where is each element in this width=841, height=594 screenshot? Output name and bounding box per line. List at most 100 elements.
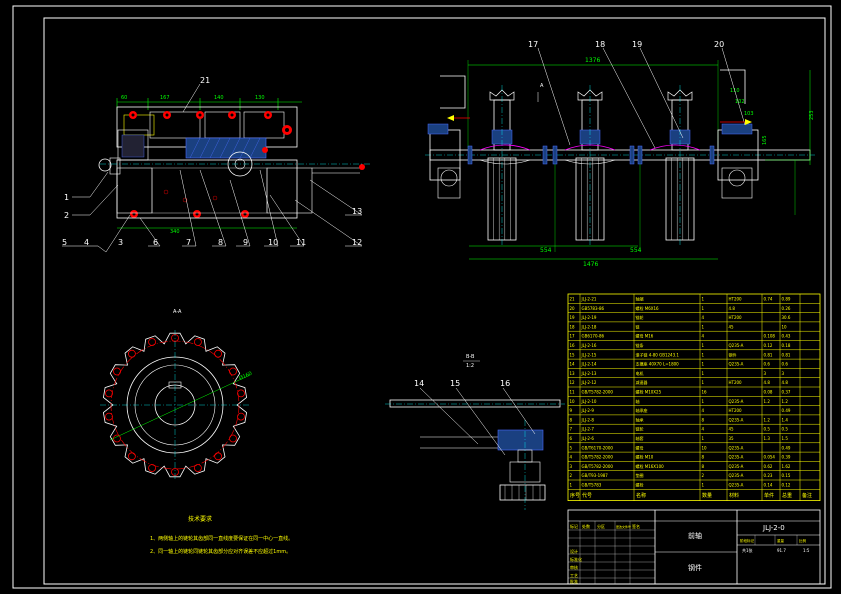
callout-21: 21 xyxy=(200,76,210,85)
shaft-collar xyxy=(629,145,635,165)
parts-cell: 减速器 xyxy=(636,379,648,385)
parts-cell: HT200 xyxy=(729,408,743,413)
title-label-mark: 标记 xyxy=(570,523,578,529)
section-bb-detail: B-B 1:2 14 15 16 xyxy=(385,354,565,510)
parts-header-cell: 备注 xyxy=(802,492,812,499)
parts-cell: 1 xyxy=(702,371,705,376)
parts-cell: 10 xyxy=(782,324,788,329)
parts-cell: JLJ-2-16 xyxy=(581,343,597,348)
parts-cell: 16 xyxy=(570,343,576,348)
parts-cell: JLJ-2-6 xyxy=(581,436,595,441)
parts-cell: Q235-A xyxy=(729,455,744,460)
title-label-stage: 阶段标记 xyxy=(740,538,754,543)
sprocket-tooth-mark xyxy=(193,338,202,346)
parts-cell: 链轮 xyxy=(636,314,644,320)
parts-cell: 4 xyxy=(702,334,705,339)
parts-cell: 0.62 xyxy=(764,464,773,469)
title-label-design: 设计 xyxy=(570,548,578,554)
title-label-process: 工艺 xyxy=(570,573,578,578)
callout-16: 16 xyxy=(500,379,510,388)
parts-cell: 钢件 xyxy=(729,351,737,357)
parts-cell: 0.5 xyxy=(764,427,771,432)
callout-5: 5 xyxy=(62,238,67,247)
parts-cell: JLJ-2-21 xyxy=(581,297,597,302)
parts-cell: 1 xyxy=(702,343,705,348)
parts-cell: 0.81 xyxy=(782,352,791,357)
parts-cell: HT200 xyxy=(729,380,743,385)
parts-cell: 1.2 xyxy=(764,417,771,422)
title-scale: 1:5 xyxy=(803,548,810,553)
parts-cell: Q235-A xyxy=(729,445,744,450)
title-sheet: 共1张 xyxy=(742,547,753,553)
parts-cell: 1 xyxy=(570,483,573,488)
title-block: 设计 标准化 审核 工艺 批准 标记 处数 分区 更改文件号 签名 前轴 钢件 … xyxy=(567,509,821,585)
parts-cell: JLJ-2-7 xyxy=(581,427,595,432)
view-a-label: A xyxy=(540,83,544,89)
sprocket-tooth-mark xyxy=(229,367,237,376)
parts-cell: 0.18 xyxy=(782,343,791,348)
title-label-weight: 重量 xyxy=(777,538,785,543)
parts-cell: 0.74 xyxy=(764,297,773,302)
parts-header-cell: 单件 xyxy=(764,492,774,499)
parts-cell: Q235-A xyxy=(729,399,744,404)
parts-cell: 螺母 xyxy=(636,444,644,450)
title-label-approve: 批准 xyxy=(570,578,578,584)
dim-554b: 554 xyxy=(630,247,642,254)
sprocket-assembly-3 xyxy=(665,85,695,245)
parts-cell: 45 xyxy=(729,324,735,329)
parts-cell: GB/T5782-2000 xyxy=(582,455,614,460)
parts-cell: 螺栓 M6X16 xyxy=(636,305,660,311)
sprocket-tooth-mark xyxy=(113,434,121,443)
tech-line-1: 1、两侧轴上的链轮其齿部同一直线度要保证在同一中心一直线。 xyxy=(150,535,293,542)
parts-cell: 1.2 xyxy=(764,399,771,404)
parts-cell: 8 xyxy=(702,417,705,422)
title-label-scale: 比例 xyxy=(799,538,807,543)
parts-cell: 0.108 xyxy=(764,334,776,339)
parts-cell: 0.81 xyxy=(764,352,773,357)
title-company: 钢件 xyxy=(688,563,702,572)
parts-cell: GB5783-86 xyxy=(582,306,605,311)
parts-cell: 0.49 xyxy=(782,445,791,450)
parts-header-cell: 名称 xyxy=(636,492,646,499)
parts-cell: HT200 xyxy=(729,297,743,302)
sprocket-tooth-mark xyxy=(229,434,237,443)
callout-7: 7 xyxy=(186,238,191,247)
parts-cell: 1 xyxy=(702,436,705,441)
section-bb-scale: 1:2 xyxy=(466,363,474,369)
parts-cell: 4.8 xyxy=(764,380,771,385)
callout-3: 3 xyxy=(118,238,123,247)
parts-cell: 4 xyxy=(702,427,705,432)
front-view: 1376 1476 554 554 A xyxy=(425,40,815,268)
parts-cell: 0.5 xyxy=(782,427,789,432)
sprocket-diameter: Ø160 xyxy=(238,370,253,382)
parts-cell: 2 xyxy=(702,473,705,478)
tech-title: 技术要求 xyxy=(188,515,212,523)
parts-cell: 0.054 xyxy=(764,455,776,460)
dim-60: 60 xyxy=(121,95,127,101)
parts-cell: 滚子链 4-80 GB1243.1 xyxy=(636,351,680,357)
parts-header-cell: 代号 xyxy=(582,492,592,499)
dim-253: 253 xyxy=(809,110,815,120)
parts-cell: GB6170-86 xyxy=(582,334,605,339)
parts-cell: 链轮 xyxy=(636,426,644,432)
parts-cell: 6 xyxy=(570,436,573,441)
parts-header-cell: 材料 xyxy=(729,492,739,499)
parts-cell: 0.6 xyxy=(782,362,789,367)
tech-line-2: 2、同一轴上的链轮同链轮其齿部分应对齐误差不应超过1mm。 xyxy=(150,548,291,555)
parts-cell: Q235-A xyxy=(729,464,744,469)
parts-cell: 16 xyxy=(702,390,708,395)
shaft-collar xyxy=(467,145,473,165)
callout-8: 8 xyxy=(218,238,223,247)
title-label-standard: 标准化 xyxy=(570,556,582,562)
parts-cell: JLJ-2-9 xyxy=(581,408,595,413)
parts-cell: 7 xyxy=(570,427,573,432)
parts-cell: 螺栓 M10 xyxy=(636,454,654,460)
sprocket-tooth-mark xyxy=(193,464,202,472)
callout-12: 12 xyxy=(352,238,362,247)
parts-cell: 轴端 xyxy=(636,296,644,302)
parts-cell: 0.6 xyxy=(764,362,771,367)
parts-cell: GB/T5782-2000 xyxy=(582,390,614,395)
sprocket-tooth-mark xyxy=(214,349,223,358)
parts-cell: GB/T6170-2000 xyxy=(582,445,614,450)
shaft-collar xyxy=(709,145,715,165)
